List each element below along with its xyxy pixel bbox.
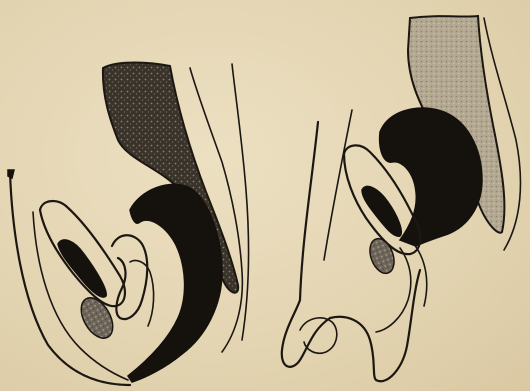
right-uterus-cavity	[362, 186, 401, 236]
left-dark-organ	[128, 184, 222, 382]
right-neck-line-2	[414, 244, 427, 306]
left-fold-line-2	[232, 64, 249, 340]
left-loop-fold	[112, 235, 147, 319]
left-inner-contour	[33, 212, 128, 380]
left-uterus-cavity	[58, 240, 106, 297]
right-stippled-blob	[366, 235, 399, 276]
left-section-figure	[8, 63, 249, 386]
left-mark	[8, 170, 14, 178]
right-fold-line-2	[324, 110, 352, 260]
left-stippled-blob	[75, 292, 120, 343]
left-outer-contour	[10, 172, 130, 385]
right-section-figure	[282, 16, 521, 381]
